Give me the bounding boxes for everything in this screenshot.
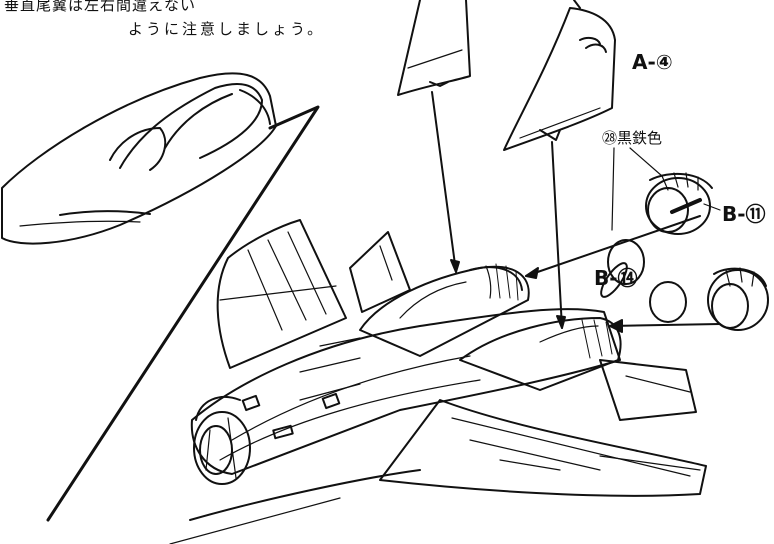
- tail-fin-left: [397, 0, 471, 96]
- part-label-b11: B-⑪: [722, 202, 766, 226]
- aircraft-body: [169, 219, 707, 544]
- part-label-b14: B-⑭: [594, 266, 638, 290]
- disc-lower: [649, 281, 687, 323]
- nozzle-upper: [645, 172, 713, 235]
- canopy-inset: [1, 72, 277, 245]
- tail-fin-right: [503, 0, 616, 151]
- paint-color-label: ㉘黒鉄色: [602, 129, 663, 147]
- part-label-a4: A-④: [632, 50, 673, 74]
- instruction-line-2: ように注意しましょう。: [128, 20, 326, 38]
- nozzle-lower: [707, 267, 769, 331]
- instruction-line-1: 垂直尾翼は左右間違えない: [4, 0, 197, 14]
- disc-upper: [600, 262, 628, 298]
